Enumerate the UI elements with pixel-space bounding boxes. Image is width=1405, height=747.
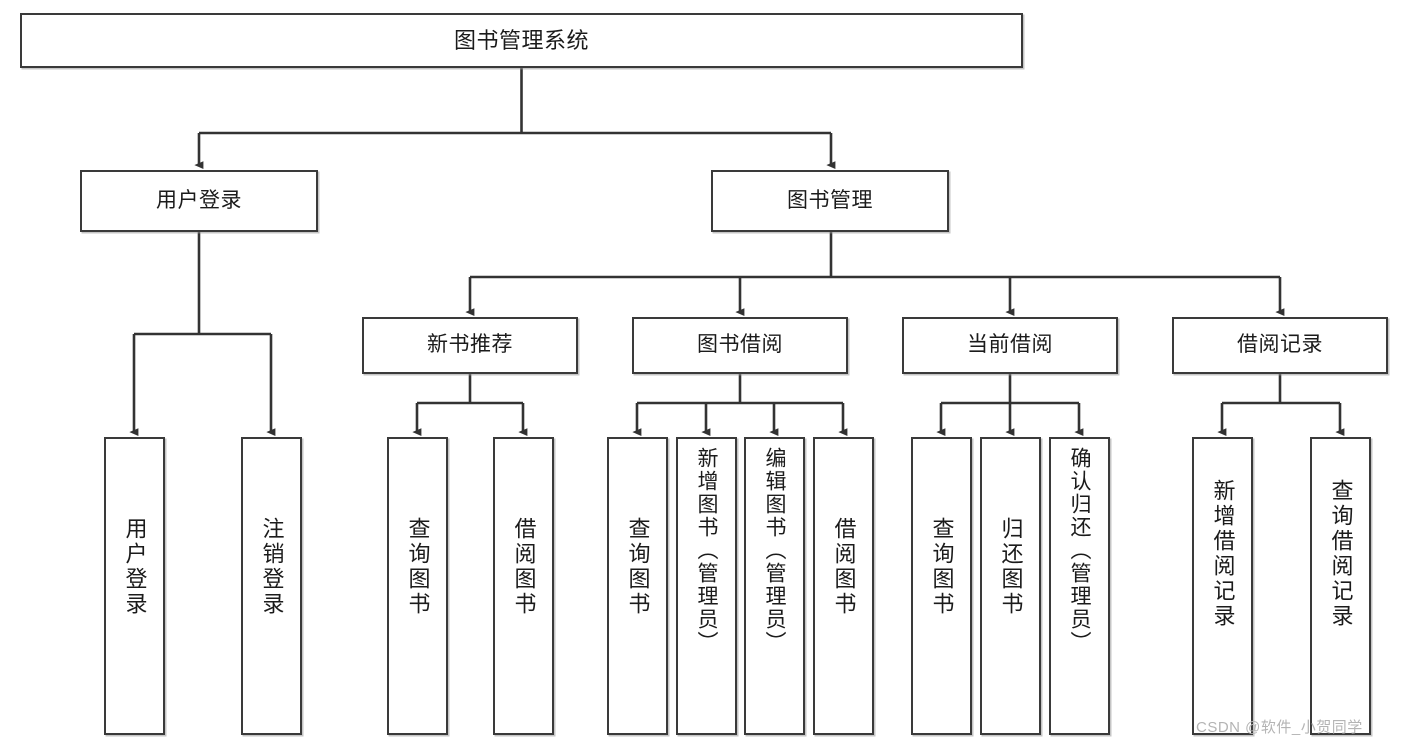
node-label: 用户登录 <box>156 188 242 212</box>
node-label: 注销登录 <box>259 517 285 617</box>
node-label: 新增图书（管理员） <box>695 447 718 654</box>
leaf-current-borrow-confirm-return-admin[interactable]: 确认归还（管理员） <box>1049 437 1110 735</box>
node-label: 查询借阅记录 <box>1328 479 1354 629</box>
node-current-borrowing[interactable]: 当前借阅 <box>902 317 1118 374</box>
leaf-new-book-borrow-book[interactable]: 借阅图书 <box>493 437 554 735</box>
leaf-book-borrow-borrow-book[interactable]: 借阅图书 <box>813 437 874 735</box>
leaf-current-borrow-query-book[interactable]: 查询图书 <box>911 437 972 735</box>
node-new-book-recommendation[interactable]: 新书推荐 <box>362 317 578 374</box>
leaf-new-book-query-book[interactable]: 查询图书 <box>387 437 448 735</box>
node-label: 借阅图书 <box>511 517 537 617</box>
node-label: 编辑图书（管理员） <box>763 447 786 654</box>
node-label: 新增借阅记录 <box>1210 479 1236 629</box>
node-label: 查询图书 <box>405 517 431 617</box>
leaf-current-borrow-return-book[interactable]: 归还图书 <box>980 437 1041 735</box>
csdn-watermark: CSDN @软件_小贺同学 <box>1196 719 1363 736</box>
node-label: 当前借阅 <box>967 333 1053 357</box>
node-label: 新书推荐 <box>427 333 513 357</box>
node-label: 查询图书 <box>625 517 651 617</box>
node-label: 查询图书 <box>929 517 955 617</box>
node-user-login[interactable]: 用户登录 <box>80 170 318 232</box>
node-label: 借阅记录 <box>1237 333 1323 357</box>
leaf-book-borrow-edit-book-admin[interactable]: 编辑图书（管理员） <box>744 437 805 735</box>
leaf-borrow-record-add-record[interactable]: 新增借阅记录 <box>1192 437 1253 735</box>
node-label: 借阅图书 <box>831 517 857 617</box>
leaf-borrow-record-query-record[interactable]: 查询借阅记录 <box>1310 437 1371 735</box>
leaf-user-login-login[interactable]: 用户登录 <box>104 437 165 735</box>
node-label: 用户登录 <box>122 517 148 617</box>
node-book-management[interactable]: 图书管理 <box>711 170 949 232</box>
node-label: 确认归还（管理员） <box>1068 447 1091 654</box>
node-borrowing-record[interactable]: 借阅记录 <box>1172 317 1388 374</box>
node-book-borrowing[interactable]: 图书借阅 <box>632 317 848 374</box>
leaf-book-borrow-add-book-admin[interactable]: 新增图书（管理员） <box>676 437 737 735</box>
node-label: 图书管理系统 <box>453 27 589 53</box>
node-root-book-management-system[interactable]: 图书管理系统 <box>20 13 1023 68</box>
node-label: 图书借阅 <box>697 333 783 357</box>
node-label: 图书管理 <box>787 188 873 212</box>
leaf-user-login-logout[interactable]: 注销登录 <box>241 437 302 735</box>
node-label: 归还图书 <box>998 517 1024 617</box>
leaf-book-borrow-query-book[interactable]: 查询图书 <box>607 437 668 735</box>
